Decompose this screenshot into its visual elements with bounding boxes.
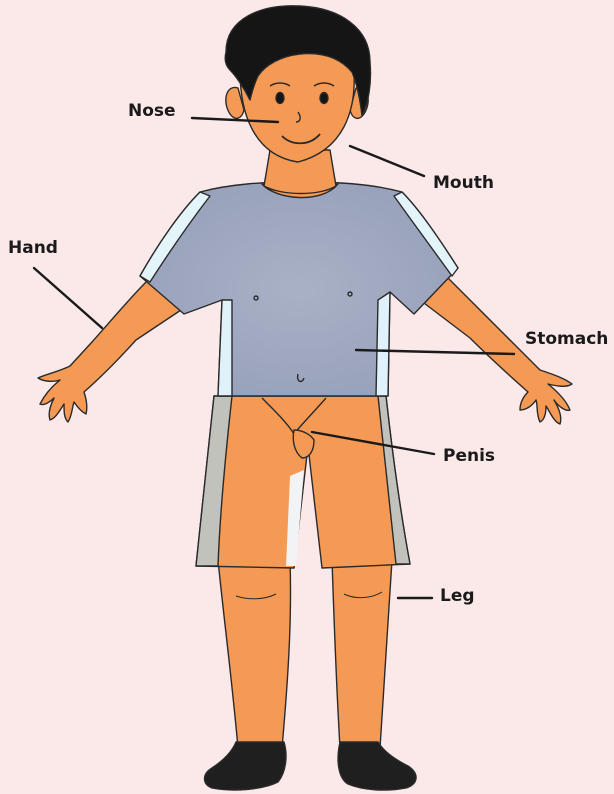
- label-hand: Hand: [8, 238, 58, 258]
- left-shoe: [205, 742, 287, 790]
- right-shoe: [338, 742, 416, 790]
- shirt-side-panel-right: [376, 292, 390, 396]
- eye-left: [276, 93, 284, 104]
- label-mouth: Mouth: [433, 173, 494, 193]
- shirt-side-panel-left: [218, 300, 232, 396]
- label-penis: Penis: [443, 446, 495, 466]
- right-leg: [332, 560, 392, 748]
- label-stomach: Stomach: [525, 329, 608, 349]
- label-nose: Nose: [128, 101, 176, 121]
- eye-right: [320, 93, 328, 104]
- leader-mouth: [350, 146, 424, 176]
- left-arm: [38, 280, 190, 422]
- left-leg: [218, 560, 291, 748]
- child-figure: [38, 6, 572, 790]
- leader-hand: [34, 268, 102, 328]
- label-leg: Leg: [440, 586, 475, 606]
